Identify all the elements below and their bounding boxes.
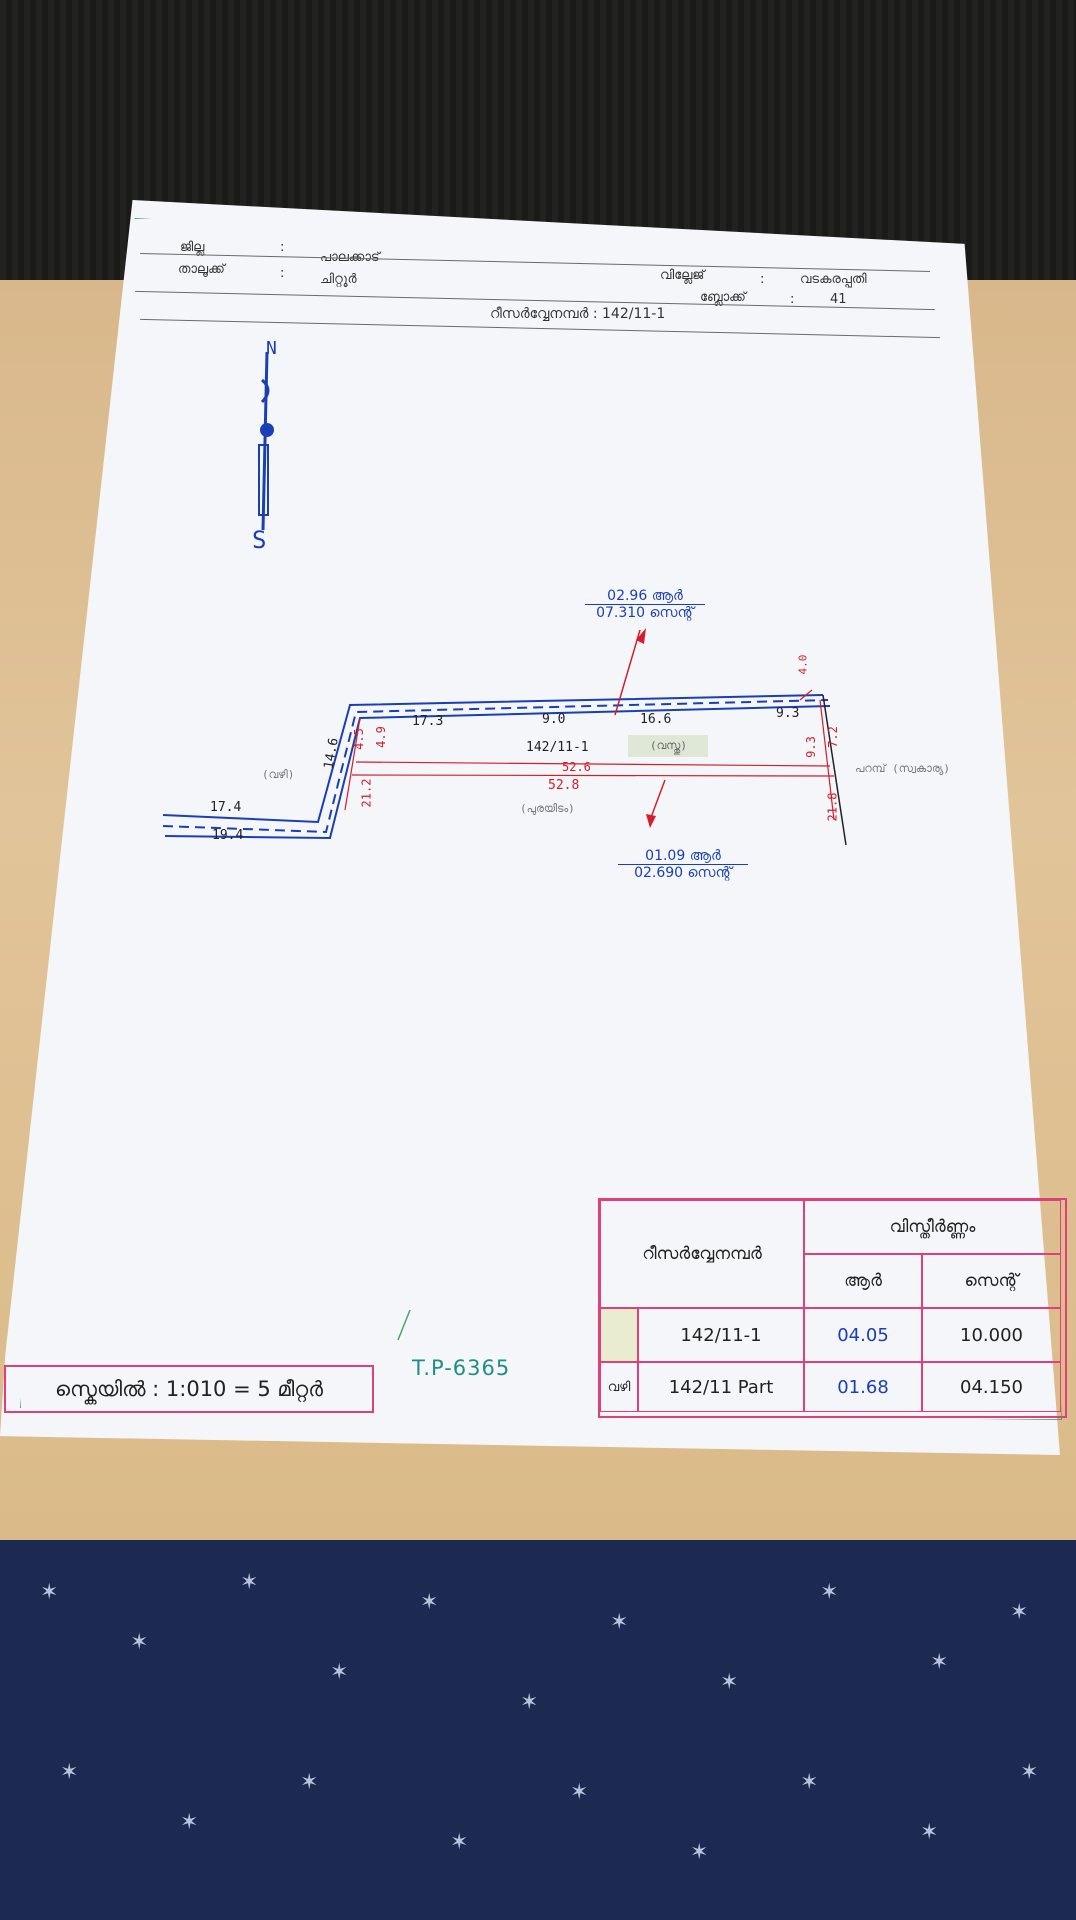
- bottom-area-annotation: 01.09 ആർ 02.690 സെന്റ്: [618, 848, 748, 881]
- table-cell-survey: 142/11-1: [638, 1308, 804, 1362]
- plot-outline: [162, 628, 847, 1341]
- patterned-cloth: ✶ ✶ ✶ ✶ ✶ ✶ ✶ ✶ ✶ ✶ ✶ ✶ ✶ ✶ ✶ ✶ ✶ ✶ ✶ ✶: [0, 1540, 1076, 1920]
- village-label: വില്ലേജ്: [660, 268, 705, 283]
- neighbour-note: (പുരയിടം): [520, 802, 575, 815]
- compass-south-label: S: [252, 526, 267, 554]
- table-header-ares: ആർ: [804, 1254, 922, 1308]
- scale-label: സ്കെയിൽ : 1:010 = 5 മീറ്റർ: [4, 1365, 374, 1413]
- lower-right-red-length: 21.8: [825, 792, 840, 822]
- right-note: പറമ്പ് (സ്വകാര്യ): [855, 762, 951, 775]
- right-outer-length: 4.0: [796, 654, 810, 675]
- table-cell-cents: 04.150: [922, 1362, 1061, 1412]
- top-length: 9.0: [542, 712, 566, 727]
- compass-north-label: N: [266, 338, 277, 359]
- block-label: ബ്ലോക്ക്: [700, 290, 746, 305]
- taluk-value: ചിറ്റൂർ: [320, 272, 357, 287]
- table-header-cents: സെന്റ്: [922, 1254, 1061, 1308]
- top-area-cents: 07.310 സെന്റ്: [596, 605, 694, 621]
- table-cell-survey: 142/11 Part: [638, 1362, 804, 1412]
- district-label: ജില്ല: [180, 240, 205, 255]
- top-length: 16.6: [640, 712, 672, 727]
- right-side-length: 7.2: [825, 726, 840, 748]
- top-area-annotation: 02.96 ആർ 07.310 സെന്റ്: [585, 588, 705, 621]
- block-value: 41: [830, 292, 847, 307]
- mid-length-blue: 52.6: [562, 760, 591, 774]
- taluk-label: താലൂക്ക്: [178, 262, 225, 277]
- village-value: വടകരപ്പതി: [800, 272, 867, 287]
- table-row-marker: വഴി: [600, 1362, 638, 1412]
- table-cell-ares: 04.05: [804, 1308, 922, 1362]
- table-cell-cents: 10.000: [922, 1308, 1061, 1362]
- table-cell-ares: 01.68: [804, 1362, 922, 1412]
- road-bottom-length: 19.4: [212, 828, 244, 843]
- top-area-ares: 02.96 ആർ: [585, 588, 705, 605]
- owner-note: (വസ്തു): [650, 739, 688, 752]
- lower-left-red-length: 21.2: [359, 778, 374, 808]
- tp-number: T.P-6365: [412, 1356, 511, 1380]
- table-header-extent: വിസ്തീർണ്ണം: [804, 1200, 1061, 1254]
- compass-arrow-icon: [258, 351, 274, 531]
- table-header-survey: റീസർവ്വേനമ്പർ: [600, 1200, 804, 1308]
- top-length: 9.3: [776, 706, 800, 721]
- survey-number-line: റീസർവ്വേനമ്പർ : 142/11-1: [490, 306, 666, 322]
- top-length: 17.3: [412, 714, 444, 729]
- right-inner-length: 9.3: [803, 736, 818, 758]
- table-row-marker: [600, 1308, 638, 1362]
- bottom-area-ares: 01.09 ആർ: [618, 848, 748, 865]
- road-top-length: 17.4: [210, 800, 242, 815]
- left-inner-length: 4.5: [351, 728, 366, 750]
- extent-table: റീസർവ്വേനമ്പർ വിസ്തീർണ്ണം ആർ സെന്റ് 142/…: [598, 1198, 1067, 1418]
- survey-sketch-paper: [0, 200, 1060, 1455]
- bottom-area-cents: 02.690 സെന്റ്: [634, 865, 732, 881]
- left-inner-length: 4.9: [373, 726, 388, 748]
- mid-length-red: 52.8: [548, 778, 580, 793]
- outside-note: (വഴി): [262, 768, 295, 781]
- plot-survey-number: 142/11-1: [526, 740, 589, 755]
